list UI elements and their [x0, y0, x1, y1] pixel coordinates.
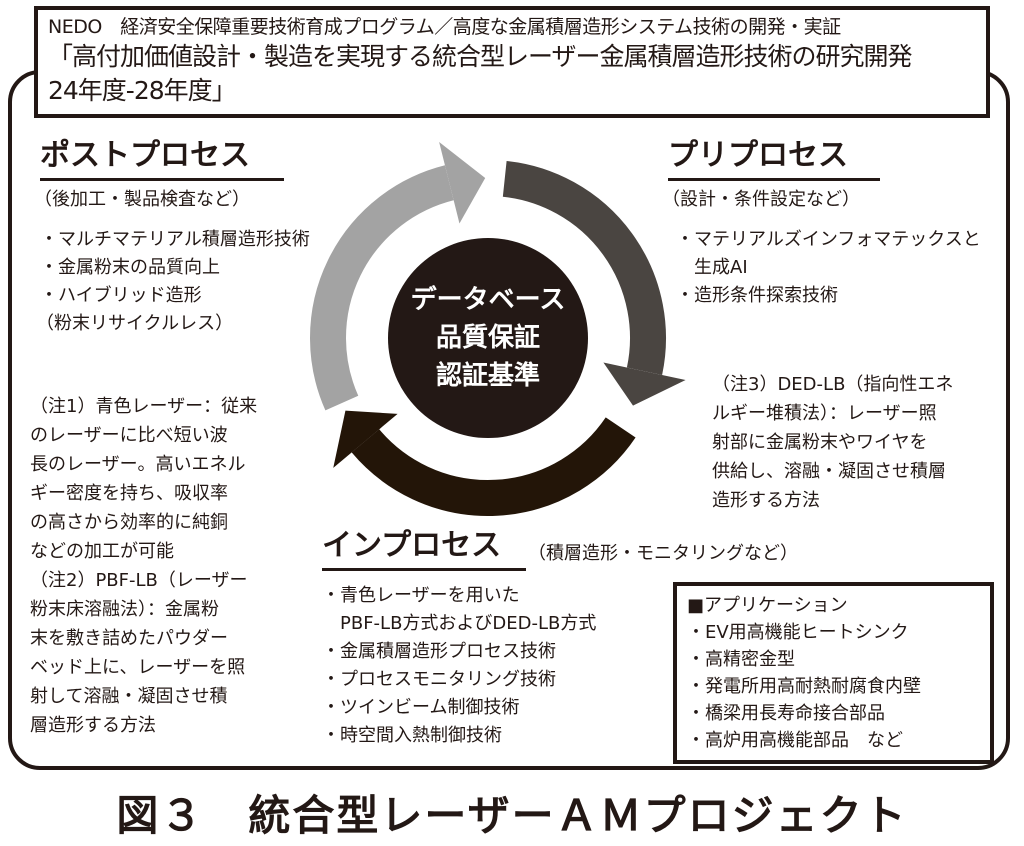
- list-item: 生成AI: [694, 257, 748, 278]
- note-line: 末を敷き詰めたパウダー: [30, 628, 228, 649]
- list-item: ・マルチマテリアル積層造形技術: [40, 229, 310, 250]
- arrow-pre-to-in: [502, 160, 686, 406]
- arrow-post-to-pre: [310, 142, 486, 411]
- note-line: 射して溶融・凝固させ積: [30, 686, 228, 707]
- list-item: ・時空間入熱制御技術: [322, 725, 502, 746]
- center-line: 品質保証: [435, 323, 540, 353]
- list-item: （粉末リサイクルレス）: [36, 313, 234, 334]
- list-item: ・マテリアルズインフォマテックスと: [676, 229, 981, 250]
- center-circle: データベース 品質保証 認証基準: [388, 238, 588, 438]
- note-line: （注3）DED-LB（指向性エネ: [712, 374, 954, 395]
- note-line: のレーザーに比べ短い波: [30, 425, 228, 446]
- pre-process-subtitle: （設計・条件設定など）: [662, 189, 860, 210]
- post-process-list: ・マルチマテリアル積層造形技術 ・金属粉末の品質向上 ・ハイブリッド造形 （粉末…: [36, 226, 310, 338]
- note-line: の高さから効率的に純銅: [30, 512, 228, 533]
- project-title: 「高付加価値設計・製造を実現する統合型レーザー金属積層造形技術の研究開発: [48, 42, 913, 71]
- figure-caption: 図３ 統合型レーザーＡＭプロジェクト: [116, 791, 908, 840]
- list-item: ・プロセスモニタリング技術: [322, 669, 556, 690]
- list-item: ・高精密金型: [687, 649, 795, 670]
- program-title: NEDO 経済安全保障重要技術育成プログラム／高度な金属積層造形システム技術の開…: [48, 16, 841, 38]
- arrowhead-icon: [603, 362, 686, 406]
- applications-heading: ■アプリケーション: [687, 595, 848, 616]
- note-line: 長のレーザー。高いエネル: [30, 454, 246, 475]
- list-item: ・EV用高機能ヒートシンク: [687, 622, 909, 643]
- in-process-list: ・青色レーザーを用いた PBF-LB方式およびDED-LB方式 ・金属積層造形プ…: [322, 582, 596, 750]
- pre-process-heading: プリプロセス: [668, 136, 880, 181]
- arrow-in-to-post: [333, 410, 636, 516]
- post-process-heading: ポストプロセス: [40, 136, 284, 181]
- note-2: （注2）PBF-LB（レーザー 粉末床溶融法）：金属粉 末を敷き詰めたパウダー …: [30, 566, 248, 740]
- center-line: 認証基準: [435, 361, 540, 391]
- list-item: PBF-LB方式およびDED-LB方式: [340, 613, 597, 634]
- title-box: NEDO 経済安全保障重要技術育成プログラム／高度な金属積層造形システム技術の開…: [34, 6, 990, 118]
- list-item: ・金属粉末の品質向上: [40, 257, 220, 278]
- note-line: 層造形する方法: [30, 715, 156, 736]
- note-1: （注1）青色レーザー：従来 のレーザーに比べ短い波 長のレーザー。高いエネル ギ…: [30, 392, 257, 566]
- note-line: などの加工が可能: [30, 541, 174, 562]
- pre-process-list: ・マテリアルズインフォマテックスと 生成AI ・造形条件探索技術: [676, 226, 981, 310]
- note-line: （注1）青色レーザー：従来: [30, 396, 258, 417]
- post-process-subtitle: （後加工・製品検査など）: [34, 189, 250, 210]
- in-process-subtitle: （積層造形・モニタリングなど）: [528, 543, 798, 564]
- list-item: ・ハイブリッド造形: [40, 285, 202, 306]
- note-line: 粉末床溶融法）：金属粉: [30, 599, 219, 620]
- note-line: 供給し、溶融・凝固させ積層: [712, 461, 946, 482]
- arrowhead-icon: [333, 410, 398, 468]
- arrow-body: [310, 165, 454, 411]
- list-item: ・橋梁用長寿命接合部品: [687, 703, 885, 724]
- note-3: （注3）DED-LB（指向性エネ ルギー堆積法）：レーザー照 射部に金属粉末やワ…: [712, 370, 953, 515]
- note-line: ルギー堆積法）：レーザー照: [712, 403, 937, 424]
- list-item: ・金属積層造形プロセス技術: [322, 641, 556, 662]
- list-item: ・発電所用高耐熱耐腐食内壁: [687, 676, 921, 697]
- arrowhead-icon: [439, 142, 486, 224]
- arrow-body: [351, 417, 636, 516]
- note-line: 造形する方法: [712, 490, 820, 511]
- list-item: ・青色レーザーを用いた: [322, 585, 520, 606]
- note-line: ギー密度を持ち、吸収率: [30, 483, 228, 504]
- note-line: （注2）PBF-LB（レーザー: [30, 570, 248, 591]
- list-item: ・ツインビーム制御技術: [322, 697, 520, 718]
- list-item: ・高炉用高機能部品 など: [687, 730, 903, 751]
- project-period: 24年度-28年度」: [48, 76, 237, 105]
- list-item: ・造形条件探索技術: [676, 285, 838, 306]
- applications-box: ■アプリケーション ・EV用高機能ヒートシンク ・高精密金型 ・発電所用高耐熱耐…: [673, 582, 994, 764]
- in-process-heading: インプロセス: [322, 526, 526, 571]
- note-line: 射部に金属粉末やワイヤを: [712, 432, 928, 453]
- center-line: データベース: [410, 285, 566, 315]
- note-line: ベッド上に、レーザーを照: [30, 657, 246, 678]
- arrow-body: [502, 160, 666, 375]
